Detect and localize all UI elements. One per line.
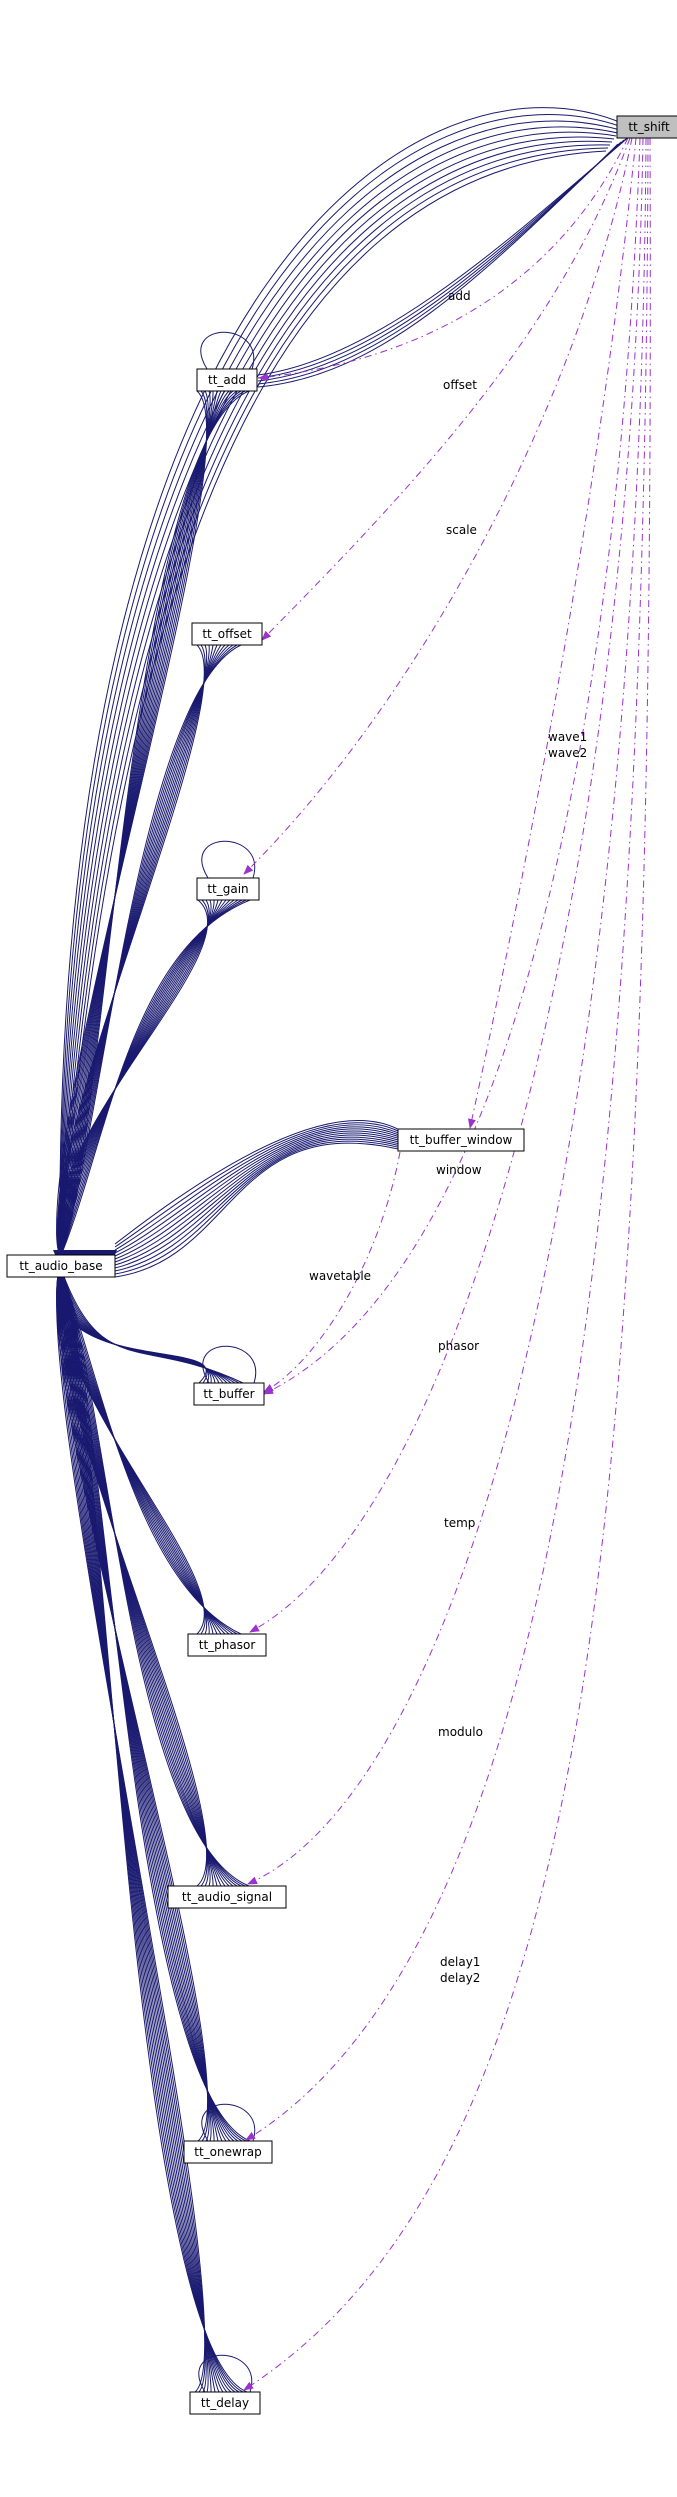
inheritance-edge-shift-add [257,137,628,379]
inheritance-edge-buffer-window [114,1136,399,1269]
node-label: tt_offset [202,627,252,641]
inheritance-edge-buffer-window [114,1124,399,1251]
inheritance-edge-shift [59,114,623,1263]
inheritance-edge-cluster-4 [59,1265,242,1635]
usage-edge-delay [243,137,651,2391]
usage-edge-offset [261,137,631,641]
inheritance-edges [53,107,631,2393]
usage-edge-gain [243,137,633,875]
usage-edge-phasor [249,137,644,1633]
edge-label-wave2: wave2 [548,746,587,760]
node-label: tt_buffer [203,1387,254,1401]
node-tt-delay[interactable]: tt_delay [189,2391,261,2415]
node-tt-onewrap[interactable]: tt_onewrap [183,2140,273,2164]
usage-edge-onewrap [245,137,649,2141]
node-label: tt_gain [207,882,248,896]
inheritance-edge-shift-add [257,139,625,382]
inheritance-edge-buffer-window [114,1128,399,1257]
usage-edge-add [258,137,629,382]
edge-label-scale: scale [446,523,477,537]
inheritance-edge-buffer-window [114,1138,399,1272]
node-tt-phasor[interactable]: tt_phasor [187,1633,267,1657]
node-label: tt_delay [201,2396,249,2410]
inheritance-edge-buffer-window [114,1126,399,1254]
node-tt-offset[interactable]: tt_offset [191,622,263,646]
usage-edge-buffer-window [468,137,637,1129]
inheritance-edge-shift-add [257,135,631,376]
node-tt-audio-base[interactable]: tt_audio_base [6,1254,116,1278]
inheritance-edge-buffer-window [114,1134,399,1266]
node-tt-audio-signal[interactable]: tt_audio_signal [167,1885,287,1909]
inheritance-edge-shift [59,126,619,1263]
inheritance-edge-buffer-window [114,1142,399,1278]
inheritance-edge-cluster-5 [59,1265,250,1887]
node-label: tt_buffer_window [410,1133,513,1147]
node-tt-add[interactable]: tt_add [196,368,258,392]
edge-label-window: window [436,1163,482,1177]
inheritance-edge-buffer-window [114,1132,399,1263]
edge-label-wave1: wave1 [548,730,587,744]
inheritance-edge-cluster-2 [59,899,251,1259]
node-label: tt_onewrap [194,2145,261,2159]
usage-edge-audio-signal [247,137,647,1885]
node-tt-buffer[interactable]: tt_buffer [193,1382,265,1406]
node-label: tt_add [208,373,246,387]
node-tt-buffer-window[interactable]: tt_buffer_window [397,1128,525,1152]
inheritance-edge-shift [59,144,611,1263]
self-loop-edge [201,840,256,879]
inheritance-edge-buffer-window [114,1120,399,1245]
edge-label-offset: offset [443,378,477,392]
edge-label-temp: temp [444,1516,475,1530]
inheritance-edge-buffer-window [114,1140,399,1275]
self-loop-edge [198,2354,253,2393]
inheritance-edge-buffer-window [114,1130,399,1260]
inheritance-edge-shift [59,150,607,1263]
node-tt-gain[interactable]: tt_gain [196,877,260,901]
usage-edges [243,137,651,2391]
edge-label-wavetable: wavetable [309,1269,371,1283]
node-label: tt_phasor [199,1638,256,1652]
edge-label-delay1: delay1 [440,1955,480,1969]
edge-label-add: add [448,289,471,303]
self-loop-edge [200,331,255,370]
edge-label-delay2: delay2 [440,1971,480,1985]
inheritance-edge-shift [59,107,625,1263]
inheritance-edge-buffer-window [114,1122,399,1248]
node-label: tt_audio_base [19,1259,102,1273]
inheritance-edge-cluster-7 [59,1265,220,2393]
inheritance-edge-shift [59,147,609,1263]
node-label: tt_audio_signal [182,1890,272,1904]
inheritance-edge-shift-add [257,143,619,388]
inheritance-edge-shift [59,120,621,1263]
edge-label-phasor: phasor [438,1339,479,1353]
edge-labels: add offset scale wave1 wave2 window wave… [309,289,587,1985]
self-loop-edge [202,1345,257,1384]
edge-label-modulo: modulo [438,1725,483,1739]
class-nodes: tt_shift tt_add tt_offset tt_gain tt_buf… [6,115,677,2415]
inheritance-edge-cluster-6 [59,1265,251,2142]
node-tt-shift[interactable]: tt_shift [616,115,677,139]
inheritance-edge-shift [59,131,617,1263]
node-label: tt_shift [628,120,670,134]
inheritance-edge-cluster-7 [59,1265,248,2393]
inheritance-edge-cluster-3 [59,1265,244,1384]
usage-edge-buffer-phasor [263,137,641,1395]
self-loop-edge [201,2103,256,2142]
